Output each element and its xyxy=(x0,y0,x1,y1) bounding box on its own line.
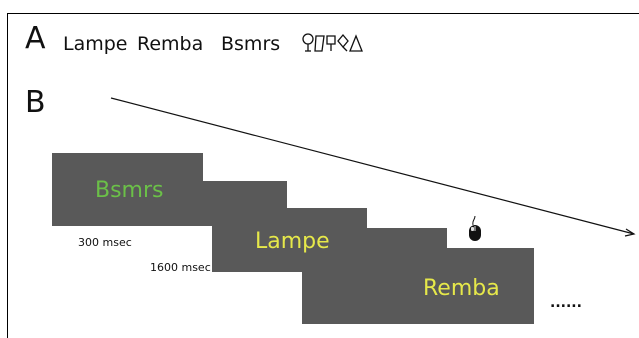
duration-label-1: 300 msec xyxy=(78,236,132,249)
panel-b-label: B xyxy=(25,85,46,120)
figure-frame xyxy=(7,13,639,338)
trial-screen-1 xyxy=(52,153,203,226)
stimulus-word-pseudo: Remba xyxy=(137,33,204,55)
screen-word-1: Bsmrs xyxy=(95,178,164,203)
panel-a-label: A xyxy=(25,21,46,56)
trial-screen-3 xyxy=(302,248,534,324)
screen-word-2: Lampe xyxy=(255,229,330,254)
stimulus-consonant-string: Bsmrs xyxy=(221,33,281,55)
symbol-string-icon xyxy=(302,33,363,52)
computer-mouse-icon xyxy=(469,216,481,241)
stimulus-word-real: Lampe xyxy=(63,33,128,55)
continuation-ellipsis: ...... xyxy=(550,295,582,311)
screen-word-3: Remba xyxy=(423,276,500,301)
duration-label-2: 1600 msec xyxy=(150,261,211,274)
